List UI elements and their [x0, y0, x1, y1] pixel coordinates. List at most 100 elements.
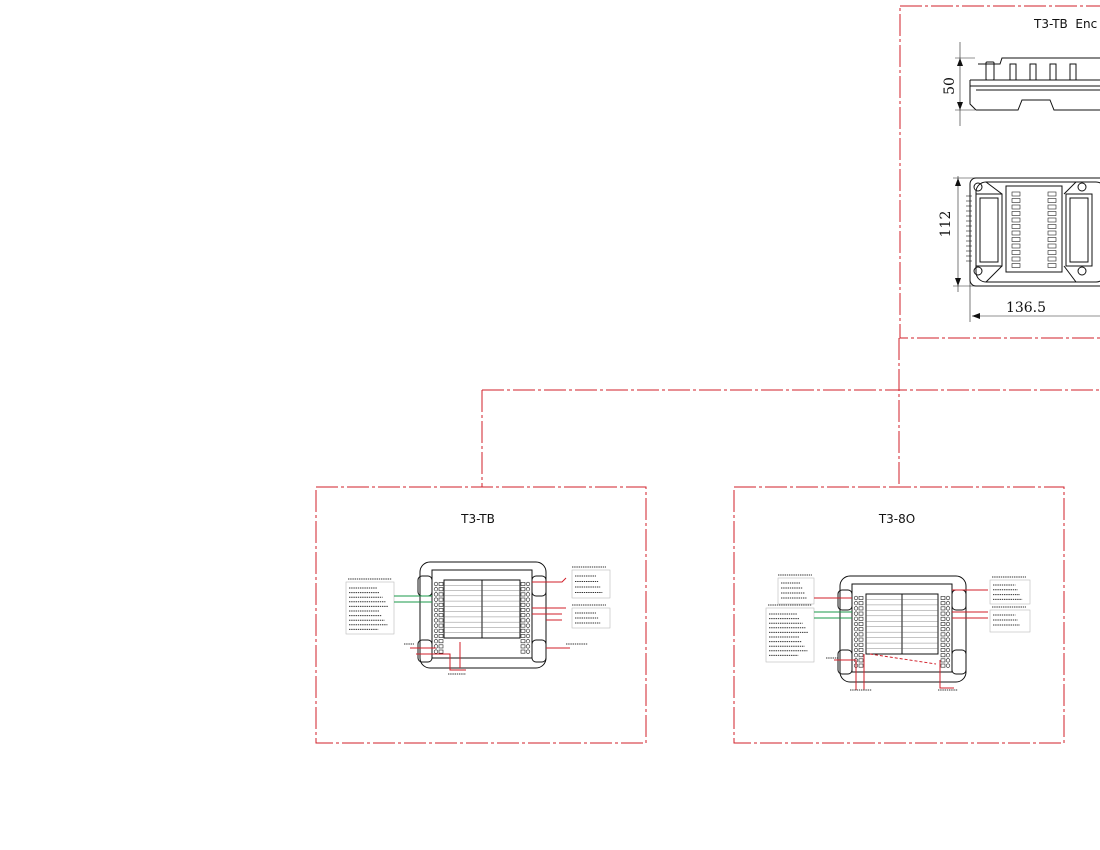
- terminal-screw: [945, 606, 951, 611]
- terminal-slot: [438, 587, 444, 592]
- terminal-screw: [433, 628, 439, 633]
- terminal-screw: [525, 618, 531, 623]
- terminal-slot: [438, 613, 444, 618]
- terminal-slot: [1011, 250, 1021, 255]
- terminal-screw: [945, 663, 951, 668]
- module-title-8o: T3-8O: [878, 512, 915, 526]
- terminal-screw: [853, 611, 859, 616]
- terminal-slot: [1047, 256, 1057, 262]
- terminal-strip-right-8o: [940, 595, 951, 668]
- terminal-screw: [525, 581, 531, 587]
- terminal-slot: [1011, 237, 1021, 242]
- terminal-screw: [853, 627, 859, 632]
- terminal-slot: [1011, 191, 1021, 197]
- terminal-slot: [1047, 191, 1057, 197]
- terminal-slot: [520, 623, 526, 628]
- terminal-screw: [433, 623, 439, 628]
- terminal-screw: [945, 601, 951, 606]
- note-block-right-bottom-8o: [989, 606, 1031, 633]
- terminal-screw: [945, 642, 951, 647]
- terminal-screw: [853, 601, 859, 606]
- terminal-slot: [438, 634, 444, 638]
- terminal-slot: [858, 611, 864, 616]
- terminal-slot: [940, 622, 946, 626]
- terminal-slot: [940, 637, 946, 642]
- terminal-slot: [858, 653, 864, 658]
- terminal-slot: [858, 637, 864, 642]
- wiring-tb: [394, 577, 588, 675]
- terminal-screw: [525, 587, 531, 592]
- terminal-screw: [525, 623, 531, 628]
- terminal-slot: [438, 644, 444, 649]
- terminal-slot: [858, 596, 864, 600]
- terminal-screw: [945, 653, 951, 658]
- terminal-screw: [433, 649, 439, 654]
- terminal-screw: [945, 611, 951, 616]
- terminal-slot: [1011, 256, 1021, 262]
- terminal-slot: [520, 613, 526, 618]
- note-block-right-top-tb: [571, 566, 611, 599]
- terminal-slot: [438, 628, 444, 633]
- terminal-screw: [433, 613, 439, 618]
- connector-lines: [481, 338, 1100, 487]
- terminal-slot: [1011, 263, 1021, 268]
- terminal-strip-left-8o: [853, 595, 864, 668]
- terminal-slot: [940, 596, 946, 600]
- terminal-screw: [433, 602, 439, 607]
- note-block-right-bottom-tb: [571, 604, 611, 629]
- terminal-slot: [1047, 204, 1057, 210]
- dim-width-top: 136.5: [1006, 300, 1046, 316]
- module-panel-8o: T3-8O: [733, 486, 1065, 744]
- terminal-slot: [940, 632, 946, 637]
- terminal-slot: [1047, 243, 1057, 249]
- terminal-slot: [1011, 217, 1021, 223]
- terminal-screw: [525, 597, 531, 602]
- wiring-8o: [814, 589, 988, 691]
- terminal-slot: [940, 606, 946, 611]
- terminal-slot: [520, 618, 526, 623]
- terminal-slot: [1047, 237, 1057, 242]
- terminal-slot: [520, 587, 526, 592]
- module-body-tb: [417, 561, 547, 669]
- terminal-screw: [945, 658, 951, 663]
- terminal-slot: [858, 616, 864, 621]
- terminal-screw: [853, 606, 859, 611]
- terminal-screw: [433, 618, 439, 623]
- terminal-slot: [940, 648, 946, 652]
- terminal-screw: [525, 602, 531, 607]
- terminal-slot: [520, 628, 526, 633]
- terminal-slot: [1047, 224, 1057, 229]
- note-block-left-bottom-8o: [765, 604, 815, 663]
- terminal-slot: [940, 653, 946, 658]
- terminal-strip-left-tb: [433, 581, 444, 654]
- terminal-slot: [858, 601, 864, 606]
- module-panel-tb: T3-TB: [315, 486, 647, 744]
- terminal-slot: [858, 606, 864, 611]
- terminal-screw: [853, 595, 859, 601]
- enclosure-panel-frame: [899, 5, 1100, 339]
- terminal-screw: [945, 647, 951, 653]
- terminal-screw: [853, 616, 859, 621]
- terminal-slot: [438, 623, 444, 628]
- terminal-slot: [438, 602, 444, 607]
- terminal-screw: [853, 621, 859, 627]
- terminal-slot: [940, 611, 946, 616]
- terminal-slot: [1047, 198, 1057, 203]
- terminal-slot: [940, 663, 946, 668]
- terminal-slot: [1047, 263, 1057, 268]
- terminal-slot: [438, 639, 444, 644]
- terminal-slot: [1011, 204, 1021, 210]
- terminal-slot: [438, 592, 444, 597]
- terminal-screw: [433, 587, 439, 592]
- terminal-screw: [853, 637, 859, 642]
- terminal-screw: [525, 633, 531, 639]
- terminal-slot: [438, 649, 444, 654]
- terminal-screw: [853, 653, 859, 658]
- terminal-slot: [520, 582, 526, 586]
- note-block-left-tb: [345, 578, 395, 635]
- terminal-slot: [940, 601, 946, 606]
- terminal-slot: [438, 618, 444, 623]
- terminal-screw: [433, 639, 439, 644]
- terminal-screw: [525, 613, 531, 618]
